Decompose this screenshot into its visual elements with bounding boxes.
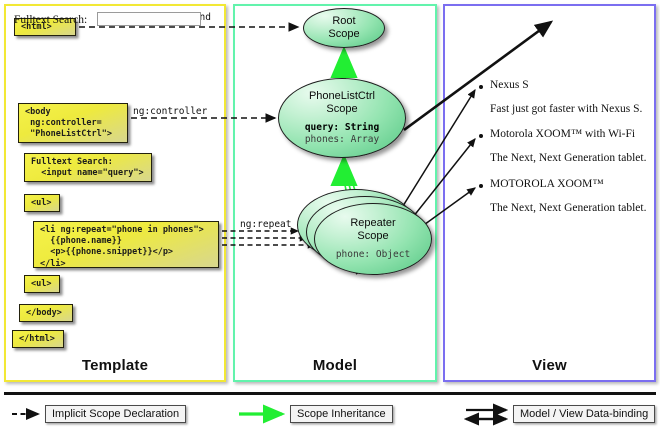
code-box-body-open: <body ng:controller= "PhoneListCtrl"> [18, 103, 128, 143]
legend-arrow-databinding [463, 403, 509, 426]
panel-model-label: Model [312, 357, 358, 374]
view-search-input[interactable] [97, 12, 201, 26]
panel-view: View [443, 4, 656, 382]
legend-divider [4, 392, 656, 395]
scope-prop-phones: phones: Array [304, 133, 380, 145]
code-box-html-open: <html> [14, 18, 76, 36]
code-box-ul-close: <ul> [24, 275, 60, 293]
scope-prop-phone: phone: Object [335, 248, 411, 260]
code-box-li-repeat: <li ng:repeat="phone in phones"> {{phone… [33, 221, 219, 269]
phone-bullet-1 [479, 134, 483, 138]
code-box-body-close: </body> [19, 304, 73, 322]
repeater-scope-props: phone: Object [336, 249, 410, 261]
phone-bullet-0 [479, 85, 483, 89]
phone-snippet-0: Fast just got faster with Nexus S. [490, 103, 643, 115]
phone-name-0: Nexus S [490, 79, 529, 91]
edge-label-controller: ng:controller [133, 106, 208, 117]
panel-template-label: Template [81, 357, 149, 374]
legend-scope-inheritance: Scope Inheritance [290, 405, 393, 423]
view-search-label: Fulltext Search: [14, 14, 88, 26]
legend-implicit-scope-declaration: Implicit Scope Declaration [45, 405, 187, 423]
edge-label-repeat: ng:repeat [240, 219, 292, 230]
scope-prop-query: query: String [304, 121, 380, 133]
panel-view-label: View [532, 357, 567, 374]
phone-bullet-2 [479, 184, 483, 188]
phonelistctrl-scope-props: query: String phones: Array [305, 122, 379, 146]
phone-name-2: MOTOROLA XOOM™ [490, 178, 604, 190]
code-box-ul-open: <ul> [24, 194, 60, 212]
code-box-html-close: </html> [12, 330, 64, 348]
phone-snippet-1: The Next, Next Generation tablet. [490, 152, 647, 164]
phone-name-1: Motorola XOOM™ with Wi-Fi [490, 128, 636, 140]
panel-template: Template [4, 4, 226, 382]
phone-snippet-2: The Next, Next Generation tablet. [490, 202, 647, 214]
code-box-search: Fulltext Search: <input name="query"> [24, 153, 152, 182]
legend-model-view-data-binding: Model / View Data-binding [513, 405, 656, 423]
